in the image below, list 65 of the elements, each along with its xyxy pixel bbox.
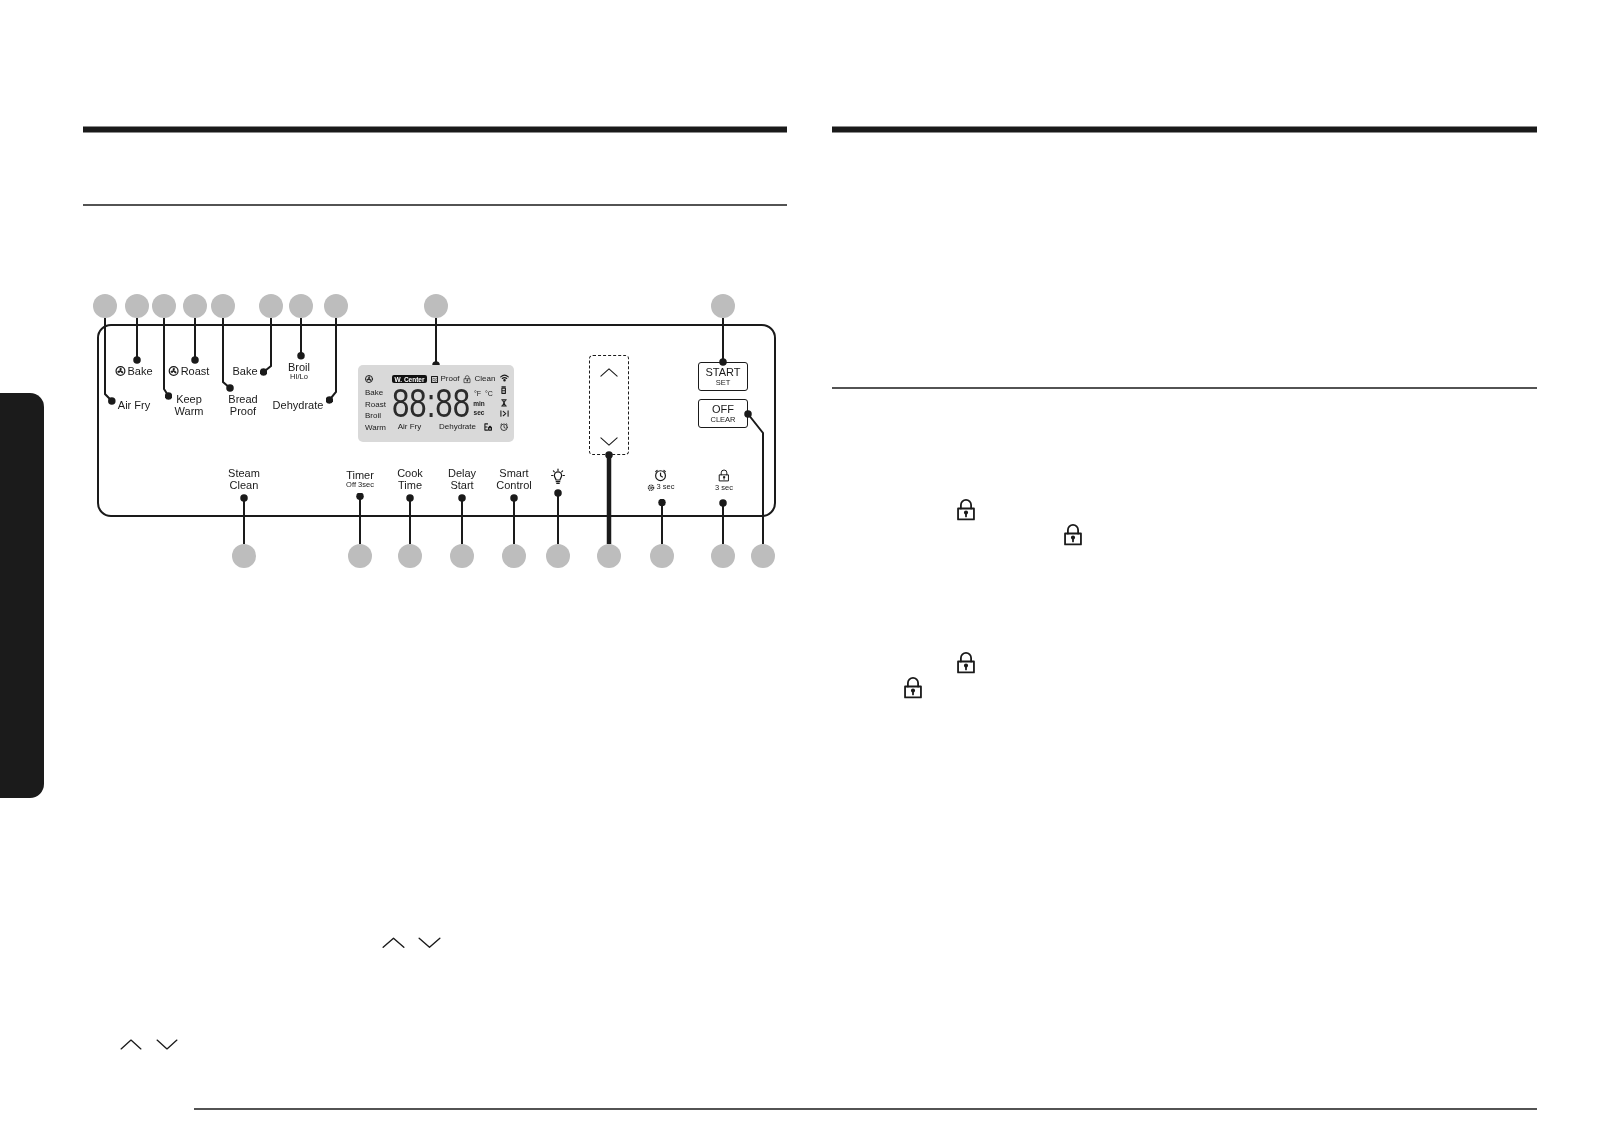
leader-line [163, 317, 173, 400]
leader-line [744, 410, 764, 545]
callout-circle [502, 544, 526, 568]
display-label: Bake [365, 388, 384, 398]
display-label: Warm [365, 423, 387, 432]
display-label: Clean [474, 374, 496, 384]
leader-line [240, 494, 248, 545]
leader-line [719, 499, 727, 545]
callout-circle [183, 294, 207, 318]
display-label: Roast [365, 400, 386, 409]
leader-line [191, 317, 199, 364]
leader-line [458, 494, 466, 545]
control-label: Smart Control [490, 462, 538, 498]
display-label: Broil [365, 411, 381, 421]
callout-circle [450, 544, 474, 568]
callout-circle [259, 294, 283, 318]
callout-circle [398, 544, 422, 568]
side-tab [0, 393, 44, 798]
callout-circle [751, 544, 775, 568]
leader-line [297, 317, 305, 360]
control-label: Steam Clean [222, 462, 266, 498]
control-label: Bread Proof [222, 388, 264, 424]
leader-line [325, 317, 337, 404]
display-label: Proof [440, 374, 460, 384]
control-label: Cook Time [391, 462, 429, 498]
leader-line [719, 317, 727, 366]
callout-circle [289, 294, 313, 318]
callout-circle [348, 544, 372, 568]
callout-circle [424, 294, 448, 318]
callout-circle [232, 544, 256, 568]
digit-readout: 88:88 [391, 387, 471, 418]
leader-line [605, 451, 613, 544]
control-panel [97, 324, 776, 517]
callout-circle [711, 294, 735, 318]
control-label: Bake [127, 365, 153, 377]
callout-circle [93, 294, 117, 318]
leader-line [406, 494, 414, 545]
control-label: Broil [288, 360, 310, 373]
leader-line [658, 498, 666, 545]
callout-circle [597, 544, 621, 568]
control-label: Air Fry [111, 394, 157, 418]
control-label: Timer [346, 468, 374, 481]
display-label: Air Fry [397, 422, 422, 432]
control-label: Keep Warm [168, 388, 210, 424]
callout-circle [125, 294, 149, 318]
leader-line [259, 317, 272, 376]
up-down-key-frame [589, 355, 629, 455]
callout-circle [546, 544, 570, 568]
control-label: Delay Start [441, 462, 483, 498]
lcd-display [358, 365, 514, 442]
leader-line [104, 317, 116, 405]
callout-circle [152, 294, 176, 318]
leader-line [356, 492, 364, 545]
callout-circle [711, 544, 735, 568]
leader-line [510, 494, 518, 545]
leader-line [554, 489, 562, 545]
control-label: Dehydrate [266, 394, 330, 418]
control-label: Roast [180, 365, 210, 377]
callout-circle [650, 544, 674, 568]
leader-line [133, 317, 141, 364]
display-label: Dehydrate [439, 422, 476, 432]
control-label: Bake [226, 360, 264, 384]
leader-line [222, 317, 234, 392]
callout-circle [324, 294, 348, 318]
callout-circle [211, 294, 235, 318]
